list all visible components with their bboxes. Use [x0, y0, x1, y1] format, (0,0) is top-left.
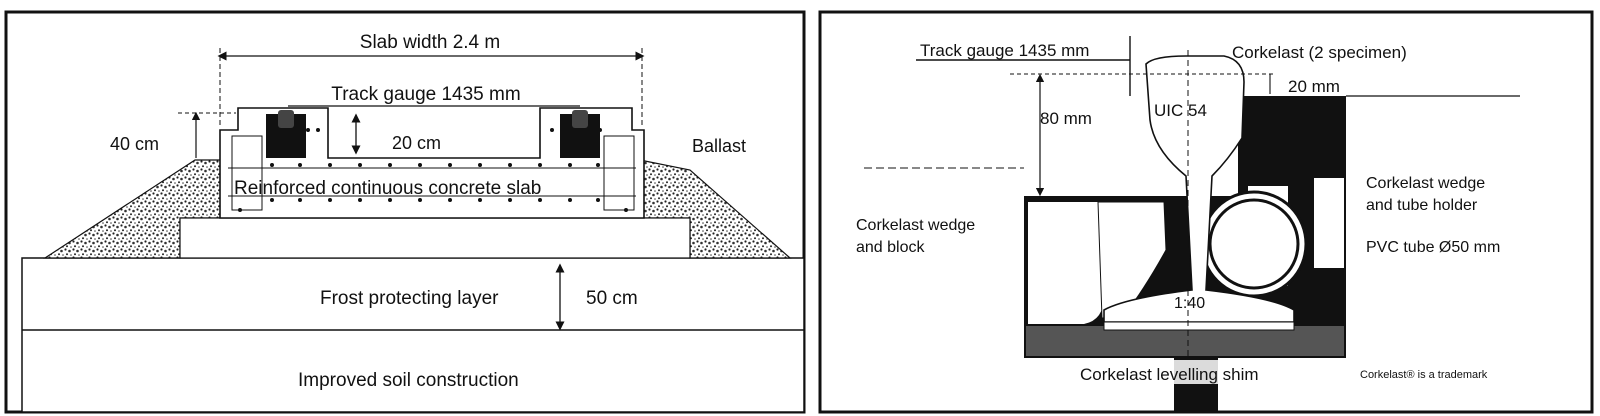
pvc-tube-label: PVC tube Ø50 mm: [1366, 239, 1500, 256]
rail-foot: [1103, 321, 1295, 331]
wedge-block-label-line2: and block: [856, 239, 925, 256]
frost-thickness-label: 50 cm: [586, 288, 638, 309]
shim-label: Corkelast levelling shim: [1080, 365, 1259, 384]
rebar-dots: [238, 128, 628, 212]
wedge-tube-label-line2: and tube holder: [1366, 197, 1478, 214]
track-gauge-label: Track gauge 1435 mm: [331, 84, 520, 105]
slab-base: [179, 217, 691, 259]
rail-base-pad: [1026, 326, 1344, 356]
pvc-tube-inner: [1208, 198, 1300, 290]
slab-width-label-bg: [325, 28, 535, 54]
corkelast-specimen-label: Corkelast (2 specimen): [1232, 43, 1407, 62]
pvc-tube: [1200, 190, 1308, 298]
rail-right: [560, 110, 600, 158]
concrete-slab: [219, 107, 645, 219]
rail-type-label: UIC 54: [1154, 101, 1207, 120]
stirrup-right: [603, 135, 635, 211]
wedge-holder-right: [1314, 178, 1344, 268]
wedge-tube-label-line1: Corkelast wedge: [1366, 175, 1485, 192]
frost-layer-label: Frost protecting layer: [320, 288, 499, 309]
rail-height-label: 20 cm: [392, 133, 441, 153]
ballast-label: Ballast: [692, 136, 746, 156]
soil-label: Improved soil construction: [298, 370, 519, 391]
shim-label-bg: [1068, 360, 1276, 384]
track-gauge-label: Track gauge 1435 mm: [920, 41, 1089, 60]
depth-20-label: 20 mm: [1288, 77, 1340, 96]
stirrup-left: [231, 135, 263, 211]
slab-track-diagram: Slab width 2.4 m Track gauge 1435 mm 40 …: [4, 10, 806, 414]
wedge-block: [1028, 202, 1104, 324]
inclination-label: 1:40: [1174, 295, 1205, 312]
rail-uic54: [1103, 55, 1295, 323]
depth-80-label: 80 mm: [1040, 109, 1092, 128]
slab-label: Reinforced continuous concrete slab: [234, 178, 541, 199]
trademark-label: Corkelast® is a trademark: [1360, 369, 1488, 381]
rail-left: [266, 110, 306, 158]
wedge-block-label-line1: Corkelast wedge: [856, 217, 975, 234]
slab-width-label: Slab width 2.4 m: [360, 32, 500, 53]
slab-height-label: 40 cm: [110, 134, 159, 154]
rail-fastening-diagram: Track gauge 1435 mm 80 mm 20 mm Corkelas…: [818, 10, 1594, 414]
slab-track-cross-section: Slab width 2.4 m Track gauge 1435 mm 40 …: [4, 10, 806, 414]
rail-fastening-cross-section: Track gauge 1435 mm 80 mm 20 mm Corkelas…: [814, 0, 1600, 416]
